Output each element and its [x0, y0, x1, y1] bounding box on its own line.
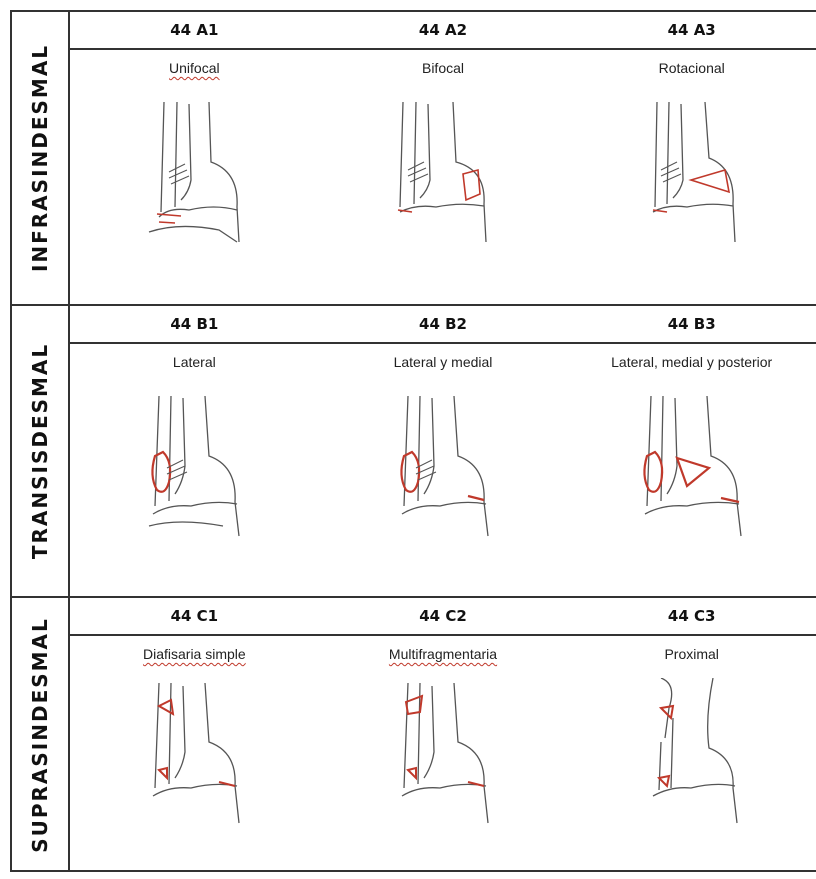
- ankle-fracture-illustration: [119, 92, 269, 252]
- fracture-subtitle: Diafisaria simple: [143, 646, 246, 662]
- row-b: TRANSISDESMAL 44 B1 44 B2 44 B3 Lateral: [12, 304, 816, 596]
- row-label: SUPRASINDESMAL: [28, 617, 52, 853]
- fracture-subtitle: Bifocal: [422, 60, 464, 76]
- type-code: 44 C3: [567, 598, 816, 634]
- fracture-subtitle: Proximal: [664, 646, 718, 662]
- row-label: TRANSISDESMAL: [28, 343, 52, 559]
- type-code: 44 A1: [70, 12, 319, 48]
- row-label-cell: SUPRASINDESMAL: [12, 598, 70, 872]
- type-code: 44 B1: [70, 306, 319, 342]
- type-code: 44 A2: [319, 12, 568, 48]
- fracture-cell: Multifragmentaria: [319, 634, 568, 872]
- fracture-subtitle: Unifocal: [169, 60, 220, 76]
- fracture-cell: Lateral: [70, 342, 319, 596]
- type-code: 44 B2: [319, 306, 568, 342]
- fracture-subtitle: Multifragmentaria: [389, 646, 497, 662]
- fracture-cell: Rotacional: [567, 48, 816, 304]
- code-header: 44 B1 44 B2 44 B3: [70, 306, 816, 344]
- ankle-fracture-illustration: [368, 678, 518, 838]
- row-a: INFRASINDESMAL 44 A1 44 A2 44 A3 Unifoca…: [12, 12, 816, 304]
- fracture-cell: Diafisaria simple: [70, 634, 319, 872]
- code-header: 44 C1 44 C2 44 C3: [70, 598, 816, 636]
- row-label: INFRASINDESMAL: [28, 44, 52, 272]
- type-code: 44 B3: [567, 306, 816, 342]
- ankle-fracture-illustration: [617, 92, 767, 252]
- ankle-fracture-illustration: [119, 386, 269, 546]
- fracture-cell: Unifocal: [70, 48, 319, 304]
- fracture-subtitle: Rotacional: [659, 60, 725, 76]
- type-code: 44 C2: [319, 598, 568, 634]
- fracture-subtitle: Lateral y medial: [394, 354, 493, 370]
- fracture-cell: Bifocal: [319, 48, 568, 304]
- classification-table: INFRASINDESMAL 44 A1 44 A2 44 A3 Unifoca…: [10, 10, 816, 872]
- ankle-fracture-illustration: [617, 678, 767, 838]
- row-label-cell: INFRASINDESMAL: [12, 12, 70, 304]
- ankle-fracture-illustration: [368, 92, 518, 252]
- row-c: SUPRASINDESMAL 44 C1 44 C2 44 C3 Diafisa…: [12, 596, 816, 872]
- fracture-cell: Lateral y medial: [319, 342, 568, 596]
- row-label-cell: TRANSISDESMAL: [12, 306, 70, 596]
- fracture-cell: Lateral, medial y posterior: [567, 342, 816, 596]
- ankle-fracture-illustration: [617, 386, 767, 546]
- type-code: 44 A3: [567, 12, 816, 48]
- fracture-subtitle: Lateral: [173, 354, 216, 370]
- fracture-subtitle: Lateral, medial y posterior: [611, 354, 772, 370]
- ankle-fracture-illustration: [368, 386, 518, 546]
- type-code: 44 C1: [70, 598, 319, 634]
- fracture-cell: Proximal: [567, 634, 816, 872]
- ankle-fracture-illustration: [119, 678, 269, 838]
- code-header: 44 A1 44 A2 44 A3: [70, 12, 816, 50]
